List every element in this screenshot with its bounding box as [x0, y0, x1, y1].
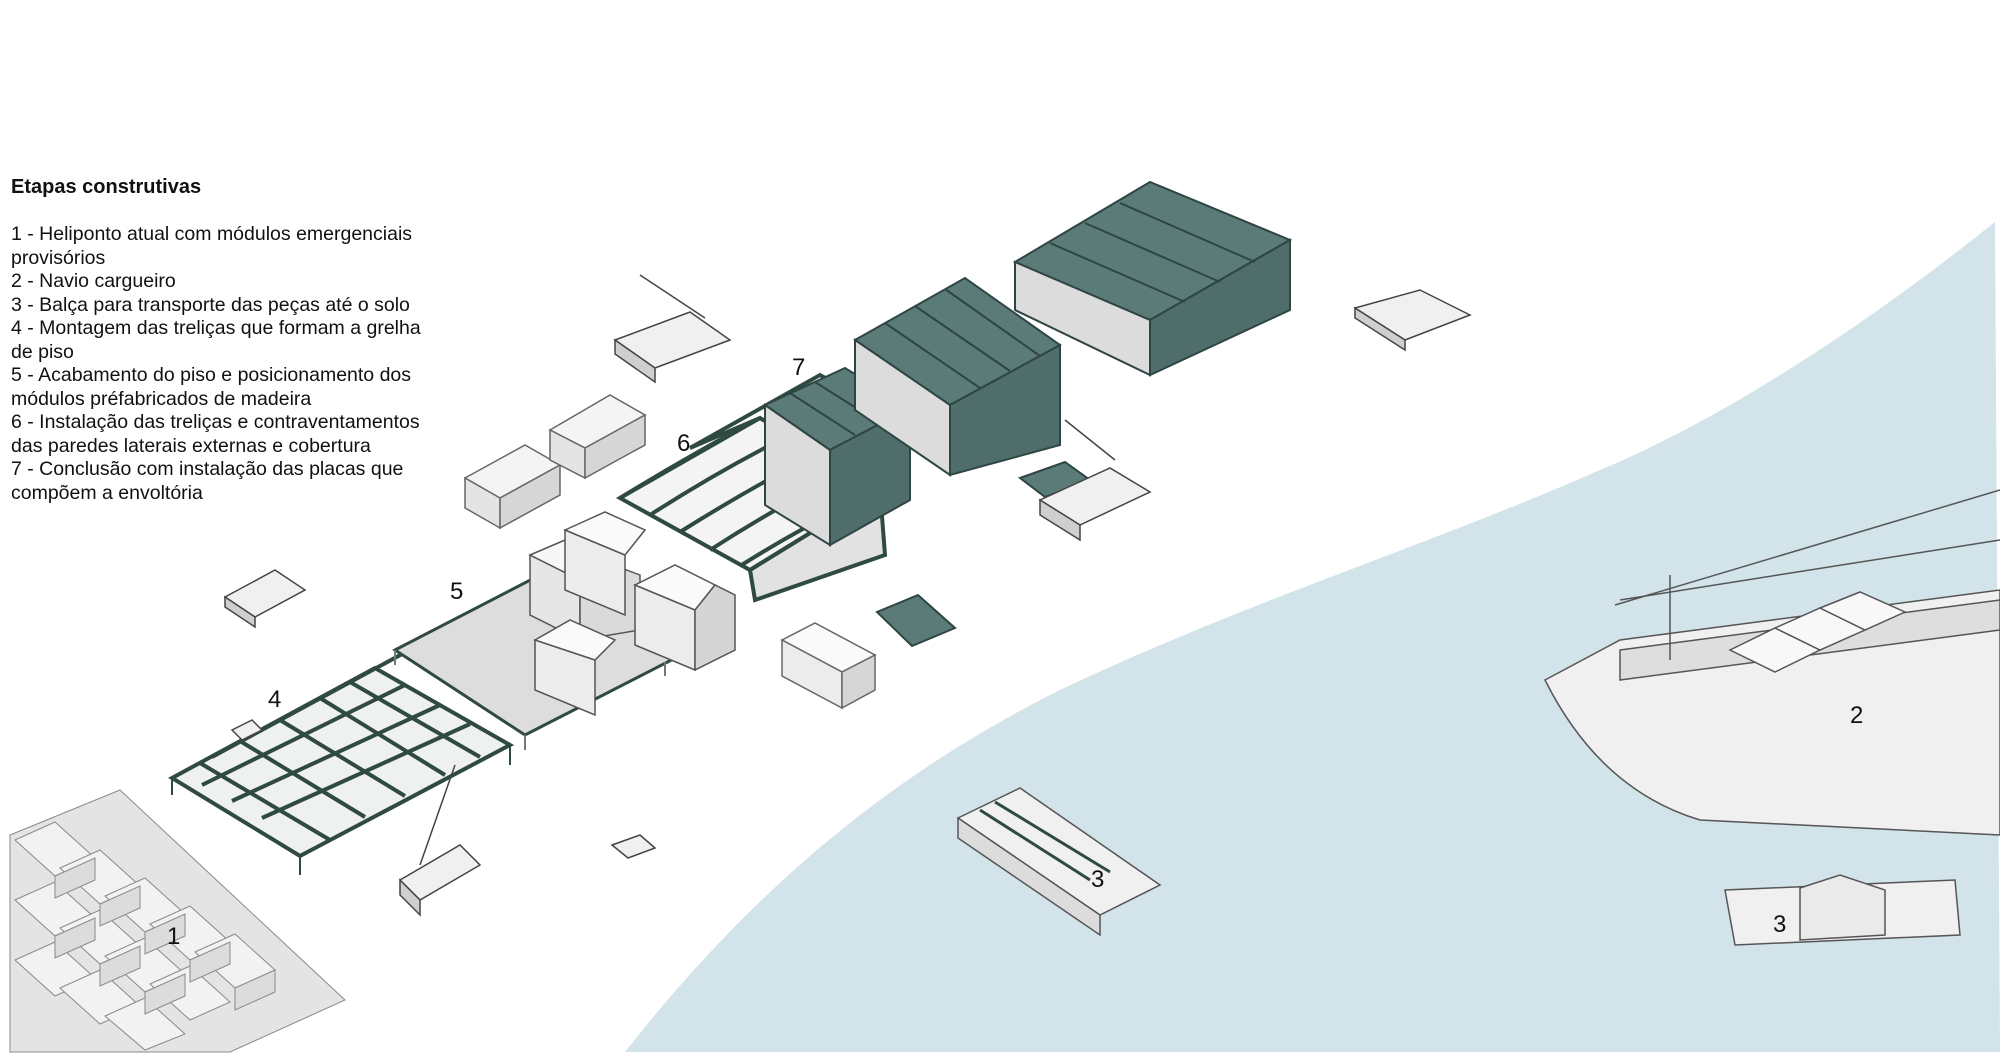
floor-truss-grid — [167, 645, 515, 875]
legend-item-6: 6 - Instalação das treliças e contravent… — [11, 411, 420, 457]
enclosure-large — [1012, 180, 1293, 377]
legend-item-4: 4 - Montagem das treliças que formam a g… — [11, 317, 421, 363]
bulldozer-left — [223, 569, 307, 629]
container-grid — [9, 789, 346, 1053]
legend-title: Etapas construtivas — [11, 176, 202, 198]
label-3-barge: 3 — [1091, 866, 1104, 893]
label-1: 1 — [167, 923, 180, 950]
cargo-ship — [1544, 489, 2000, 836]
loose-module — [780, 622, 877, 710]
label-6: 6 — [677, 430, 690, 457]
loose-containers — [463, 394, 647, 530]
enclosure-medium — [853, 276, 1062, 477]
legend-list: 1 - Heliponto atual com módulos emergenc… — [11, 223, 431, 505]
bulldozer-right — [1353, 289, 1472, 352]
crane-top — [613, 274, 732, 384]
ferry — [1724, 874, 1961, 946]
small-vehicle — [230, 719, 657, 859]
enclosure-small — [762, 366, 913, 547]
crane-bottom — [398, 764, 482, 917]
label-4: 4 — [268, 686, 281, 713]
label-5: 5 — [450, 578, 463, 605]
legend: Etapas construtivas 1 - Heliponto atual … — [11, 176, 431, 505]
crane-middle — [1038, 419, 1152, 542]
label-7: 7 — [792, 354, 805, 381]
legend-item-5: 5 - Acabamento do piso e posicionamento … — [11, 364, 412, 410]
legend-item-7: 7 - Conclusão com instalação das placas … — [11, 458, 404, 504]
label-2: 2 — [1850, 702, 1863, 729]
prefab-modules — [528, 511, 736, 717]
legend-item-3: 3 - Balça para transporte das peças até … — [11, 293, 410, 316]
label-3-ferry: 3 — [1773, 911, 1786, 938]
loose-panel — [875, 593, 957, 648]
barge-trusses — [956, 787, 1162, 937]
legend-item-2: 2 - Navio cargueiro — [11, 270, 176, 292]
legend-item-1: 1 - Heliponto atual com módulos emergenc… — [11, 223, 413, 269]
